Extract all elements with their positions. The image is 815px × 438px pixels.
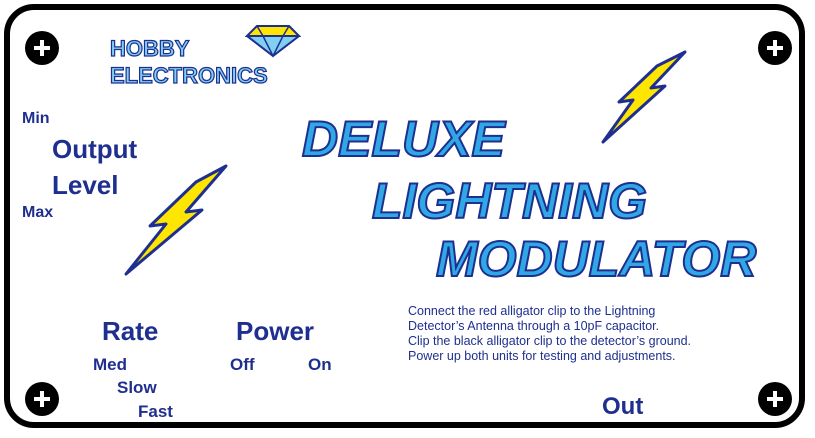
output-level-min-label: Min [22,110,50,127]
screw-top-right-icon [758,31,792,65]
output-level-label-1: Output [52,134,138,164]
screw-bottom-left-icon [25,382,59,416]
output-level-max-label: Max [22,204,54,221]
instruction-line: Clip the black alligator clip to the det… [408,334,692,348]
diamond-logo-icon [245,25,301,58]
power-on-label: On [308,355,332,374]
power-label: Power [236,316,315,346]
rate-fast-label: Fast [138,402,173,421]
logo-line-2: ELECTRONICS [109,62,268,88]
instruction-line: Connect the red alligator clip to the Li… [408,304,656,318]
logo-line-1: HOBBY [109,35,190,61]
rate-label: Rate [102,316,159,346]
instructions-text: Connect the red alligator clip to the Li… [408,304,788,364]
lightning-bolt-icon [601,50,687,144]
out-label: Out [602,393,644,420]
title-line-1: DELUXE [301,110,506,168]
screw-top-left-icon [25,31,59,65]
rate-med-label: Med [93,355,127,374]
title-line-2: LIGHTNING [371,172,648,230]
output-level-label-2: Level [52,170,119,200]
instruction-line: Power up both units for testing and adju… [408,349,676,363]
instruction-line: Detector’s Antenna through a 10pF capaci… [408,319,660,333]
rate-slow-label: Slow [117,378,157,397]
front-panel [4,4,805,428]
screw-bottom-right-icon [758,382,792,416]
title-line-3: MODULATOR [435,230,757,288]
power-off-label: Off [230,355,255,374]
lightning-bolt-icon [124,164,228,276]
